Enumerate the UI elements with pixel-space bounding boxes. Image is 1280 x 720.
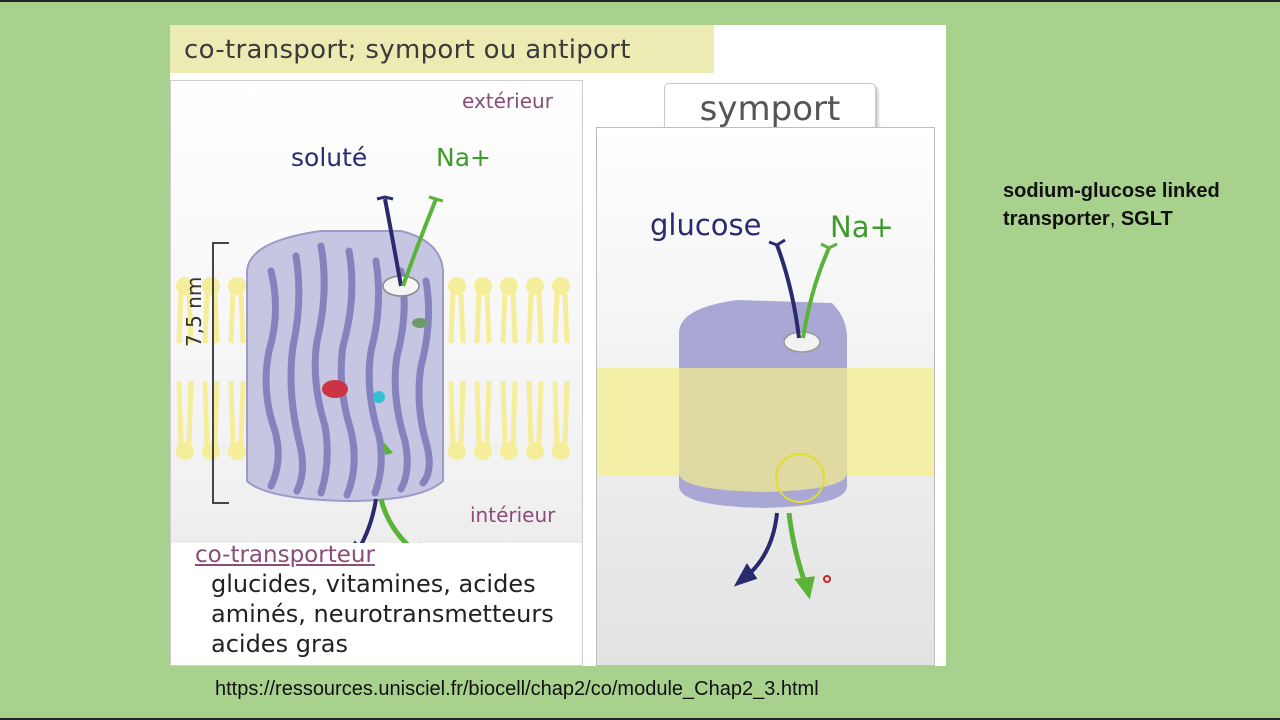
na-arrow-out-symport [789,513,805,583]
exterior-label: extérieur [462,89,553,113]
sglt-transporter: transporter [1003,208,1110,230]
symport-panel [596,127,935,666]
sglt-acronym: SGLT [1121,208,1173,230]
symport-transporter [679,300,847,508]
diagram-card: co-transport; symport ou antiport [170,25,946,666]
glucose-tail [769,240,785,245]
cotransporter-line: glucides, vitamines, acides [211,570,536,598]
symport-illustration [597,128,935,666]
cotransporter-line: acides gras [211,630,348,658]
sglt-line-1: sodium-glucose linked [1003,177,1220,205]
sodium-label-symport: Na+ [830,210,894,244]
source-url[interactable]: https://ressources.unisciel.fr/biocell/c… [215,678,819,701]
sglt-separator: , [1110,208,1121,230]
interior-label: intérieur [470,503,555,527]
sodium-label: Na+ [436,143,491,172]
sglt-note: sodium-glucose linked transporter, SGLT [1003,177,1220,233]
cotransporter-heading: co-transporteur [195,542,375,568]
na-tail-symport [821,244,837,248]
solute-tail [377,197,393,199]
transporter-protein [247,231,443,501]
page-title: co-transport; symport ou antiport [170,25,714,73]
scale-label: 7,5 nm [182,277,206,347]
glucose-label: glucose [650,208,761,242]
na-tail [429,197,443,201]
na-arrowhead-symport [797,578,813,596]
cursor-marker [824,576,830,582]
glucose-arrow-out [747,513,777,576]
cotransporter-line: aminés, neurotransmetteurs [211,600,554,628]
solute-label: soluté [291,143,367,172]
sglt-line-2: transporter, SGLT [1003,205,1220,233]
